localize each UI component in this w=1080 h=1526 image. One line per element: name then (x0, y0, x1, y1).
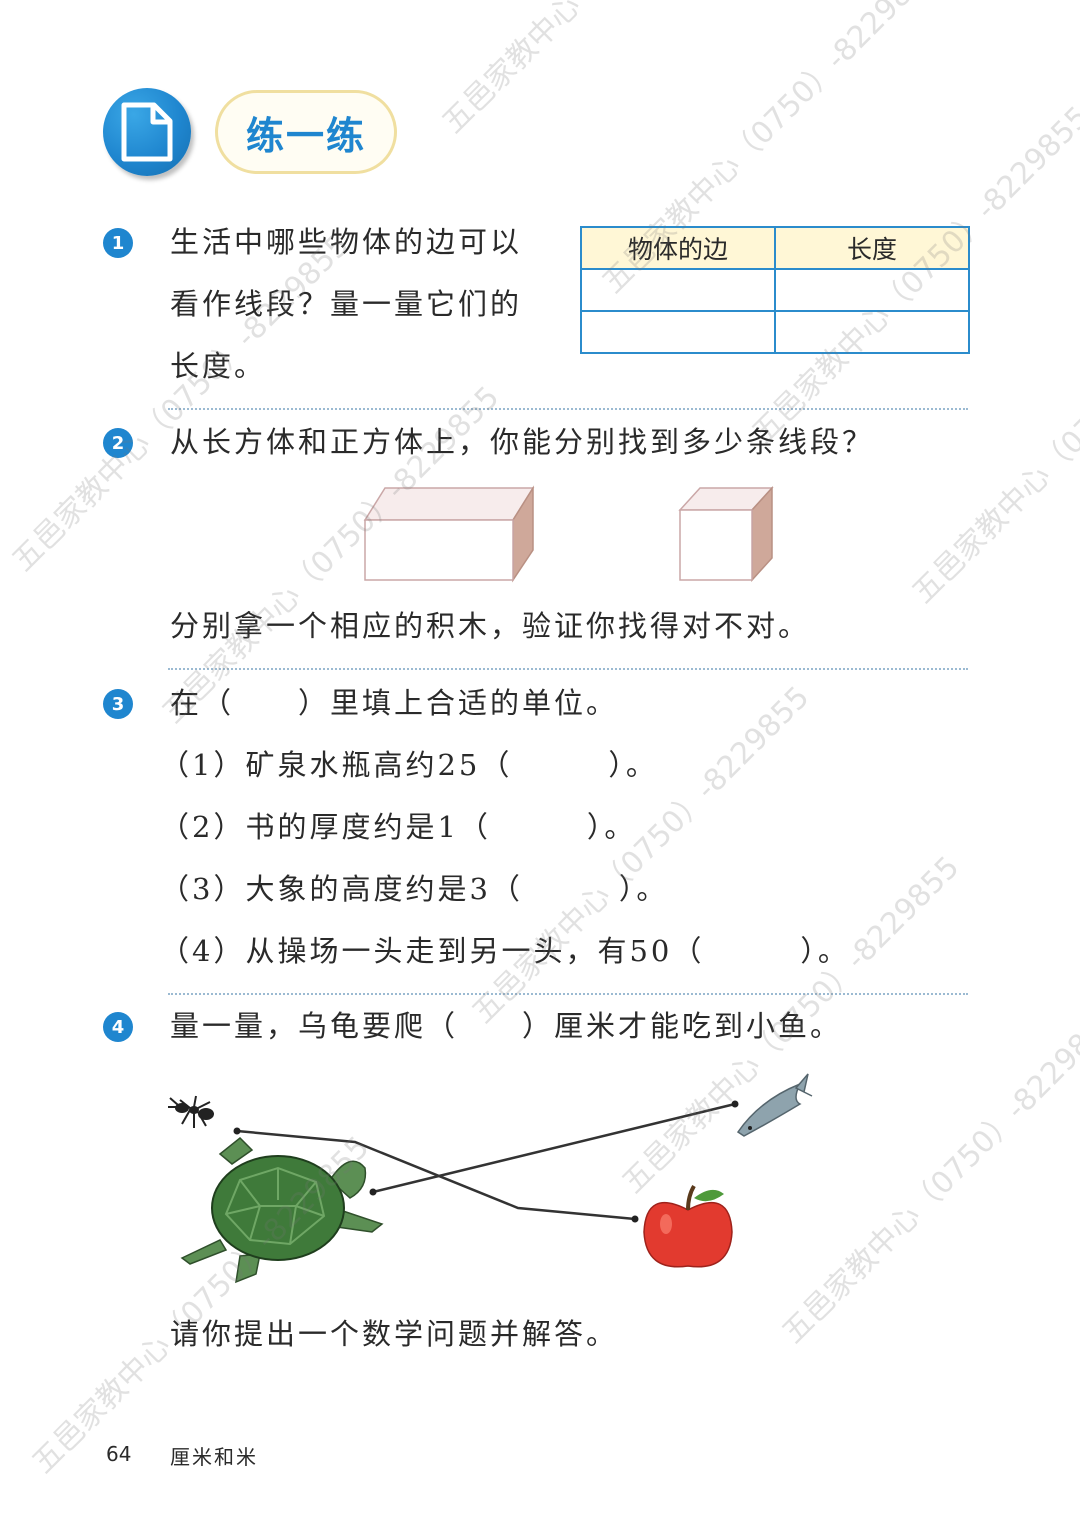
separator (168, 408, 968, 410)
separator (168, 993, 968, 995)
question-number-1: 1 (103, 228, 133, 258)
ant-icon (168, 1095, 214, 1128)
turtle-icon (180, 1136, 384, 1284)
document-icon (103, 88, 191, 176)
table-cell[interactable] (774, 310, 970, 354)
q3-item-1: （1）矿泉水瓶高约25（ ）。 (160, 748, 658, 782)
question-number-2: 2 (103, 428, 133, 458)
q1-line-2: 看作线段？量一量它们的 (170, 287, 523, 321)
q1-line-1: 生活中哪些物体的边可以 (170, 225, 523, 259)
watermark: 五邑家教中心（0750）-8229855 (465, 679, 817, 1031)
q2-followup: 分别拿一个相应的积木，验证你找得对不对。 (170, 609, 811, 643)
q3-item-3: （3）大象的高度约是3（ ）。 (160, 872, 669, 906)
turtle-to-fish-path (372, 1102, 736, 1194)
q2-question: 从长方体和正方体上，你能分别找到多少条线段？ (170, 425, 875, 459)
q1-line-3: 长度。 (170, 349, 267, 383)
cuboid-illustration (363, 485, 535, 583)
question-number-3: 3 (103, 689, 133, 719)
q3-instruction: 在（ ）里填上合适的单位。 (170, 686, 619, 720)
q4-question: 量一量，乌龟要爬（ ）厘米才能吃到小鱼。 (170, 1009, 843, 1043)
table-cell[interactable] (774, 268, 970, 312)
page-number: 64 (106, 1442, 132, 1466)
table-header-edge: 物体的边 (580, 226, 776, 270)
watermark: 五邑家教中心（0750）-8229855 (5, 227, 357, 579)
table-header-length: 长度 (774, 226, 970, 270)
apple-icon (643, 1184, 733, 1268)
section-title-pill: 练一练 (215, 90, 397, 174)
watermark: 五邑家教中心（0750）-8229855 (430, 0, 787, 141)
cube-illustration (678, 486, 774, 582)
question-number-4: 4 (103, 1012, 133, 1042)
table-cell[interactable] (580, 268, 776, 312)
table-row (580, 268, 970, 312)
q3-item-2: （2）书的厚度约是1（ ）。 (160, 810, 637, 844)
turtle-path-illustration (168, 1073, 813, 1284)
measure-table: 物体的边 长度 (580, 226, 970, 354)
section-title: 练一练 (245, 113, 366, 158)
ant-to-apple-path (236, 1129, 636, 1221)
table-cell[interactable] (580, 310, 776, 354)
q4-followup: 请你提出一个数学问题并解答。 (170, 1317, 619, 1351)
fish-icon (736, 1073, 813, 1137)
chapter-title: 厘米和米 (170, 1445, 258, 1469)
table-row (580, 310, 970, 354)
q3-item-4: （4）从操场一头走到另一头，有50（ ）。 (160, 934, 850, 968)
separator (168, 668, 968, 670)
